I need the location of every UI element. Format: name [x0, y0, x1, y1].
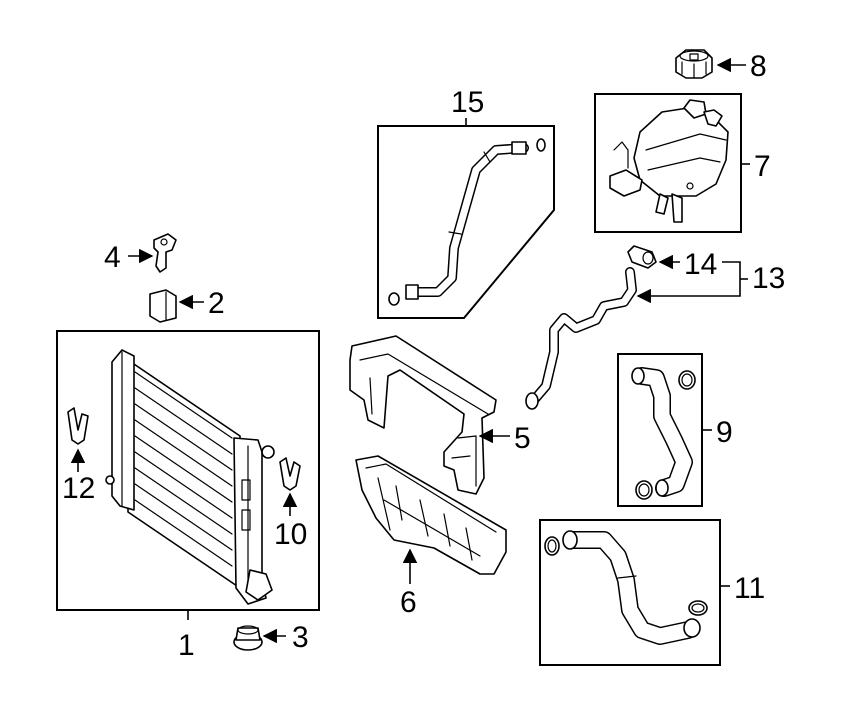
retaining-clip-12 — [67, 407, 89, 445]
callout-6: 6 — [400, 586, 417, 619]
callout-7: 7 — [754, 150, 771, 183]
radiator-upper-bracket — [153, 233, 177, 273]
coolant-hose-11 — [544, 530, 708, 645]
overflow-hose — [525, 267, 637, 410]
retaining-clip-10 — [279, 457, 301, 491]
coolant-reservoir-group: 7 — [594, 93, 771, 233]
coolant-hose-9 — [631, 367, 696, 500]
hose-clamp — [627, 245, 657, 269]
callout-1: 1 — [178, 629, 195, 662]
upper-coolant-pipe — [388, 138, 546, 306]
coolant-hose-9-group: 9 — [617, 353, 733, 507]
radiator-part — [105, 349, 275, 605]
coolant-hose-11-group: 11 — [539, 519, 765, 666]
callout-3: 3 — [292, 621, 309, 654]
callout-11: 11 — [734, 572, 765, 605]
callout-12: 12 — [62, 472, 95, 505]
side-air-baffle — [349, 335, 497, 495]
callout-13: 13 — [752, 262, 785, 295]
upper-coolant-pipe-group: 15 — [377, 86, 555, 319]
callout-5: 5 — [514, 422, 531, 455]
coolant-reservoir — [609, 99, 729, 223]
callout-8: 8 — [750, 50, 767, 83]
callout-10: 10 — [274, 518, 307, 551]
callout-4: 4 — [104, 241, 121, 274]
reservoir-cap — [675, 49, 713, 79]
pipe-frame-box — [377, 125, 555, 319]
callout-15: 15 — [451, 86, 484, 119]
radiator-lower-mount — [233, 625, 263, 651]
callout-9: 9 — [716, 416, 733, 449]
radiator-group: 1 — [56, 330, 320, 662]
hose11-frame-box — [539, 519, 721, 666]
lower-air-guide — [355, 455, 507, 575]
radiator-bushing — [149, 289, 177, 323]
callout-14: 14 — [684, 248, 717, 281]
reservoir-frame-box — [594, 93, 742, 233]
bracket-13 — [722, 261, 741, 297]
callout-2: 2 — [208, 287, 225, 320]
